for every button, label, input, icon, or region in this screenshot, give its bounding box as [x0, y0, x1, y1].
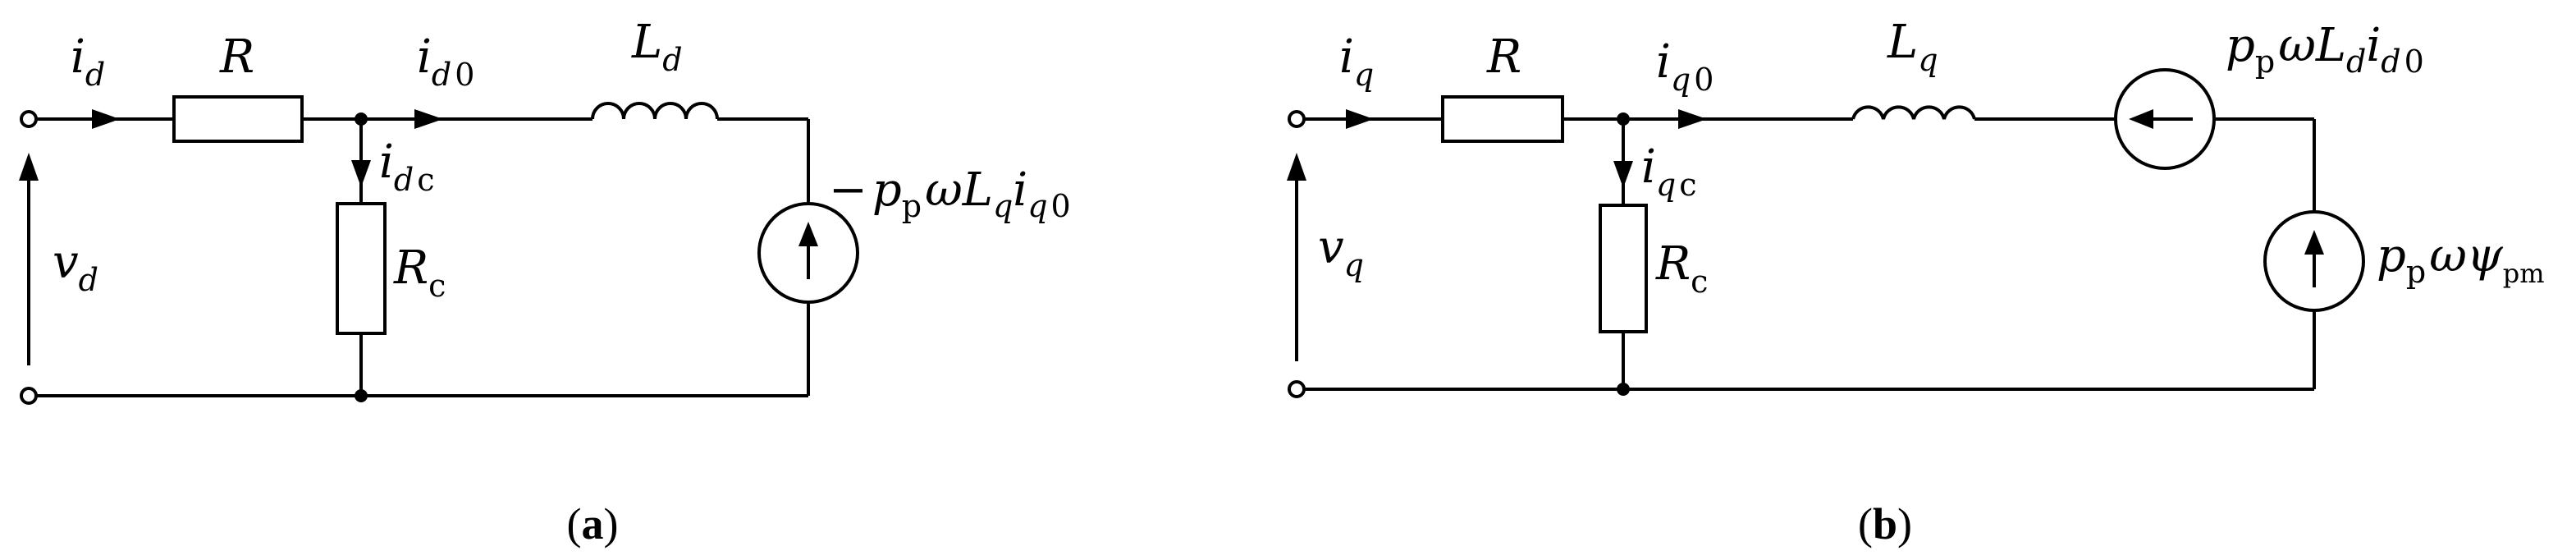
terminal-top-b — [1288, 110, 1306, 128]
label-r-b: R — [1486, 30, 1521, 84]
inductor-ld-a — [591, 102, 719, 120]
label-lq-b: Lq — [1887, 16, 1938, 78]
label-rc-a: Rc — [393, 241, 446, 304]
label-rc-b: Rc — [1655, 237, 1708, 300]
voltage-arrowhead-a — [19, 153, 39, 181]
inductor-lq-b — [1851, 105, 1976, 120]
voltage-arrowhead-b — [1287, 153, 1306, 181]
caption-a: (a) — [567, 499, 619, 549]
panel-b — [1287, 68, 2365, 398]
label-vd-a: vd — [53, 236, 98, 298]
arrow-iq-b — [1346, 109, 1374, 129]
panel-a — [19, 95, 859, 405]
arrow-id0-a — [414, 109, 443, 129]
label-id-a: id — [71, 30, 105, 93]
current-source-top-arrowhead-b — [2129, 109, 2153, 129]
current-source-arrowhead-a — [798, 222, 818, 246]
resistor-r-b — [1441, 95, 1564, 143]
resistor-rc-a — [336, 202, 387, 335]
label-iq-b: iq — [1339, 30, 1374, 93]
arrow-id-a — [92, 109, 120, 129]
label-r-a: R — [219, 30, 254, 84]
resistor-rc-b — [1599, 204, 1648, 333]
label-ld-a: Ld — [631, 16, 683, 78]
terminal-bottom-b — [1288, 380, 1306, 398]
label-vq-b: vq — [1318, 221, 1364, 283]
arrow-iq0-b — [1678, 109, 1707, 129]
terminal-top-a — [20, 110, 38, 128]
terminal-bottom-a — [20, 387, 38, 405]
current-source-bottom-arrowhead-b — [2304, 230, 2324, 255]
caption-b: (b) — [1858, 499, 1912, 549]
resistor-r-a — [172, 95, 304, 143]
label-source-bottom-b: ppωψpm — [2377, 229, 2545, 290]
arrow-iqc-b — [1613, 161, 1633, 188]
arrow-idc-a — [351, 160, 371, 187]
